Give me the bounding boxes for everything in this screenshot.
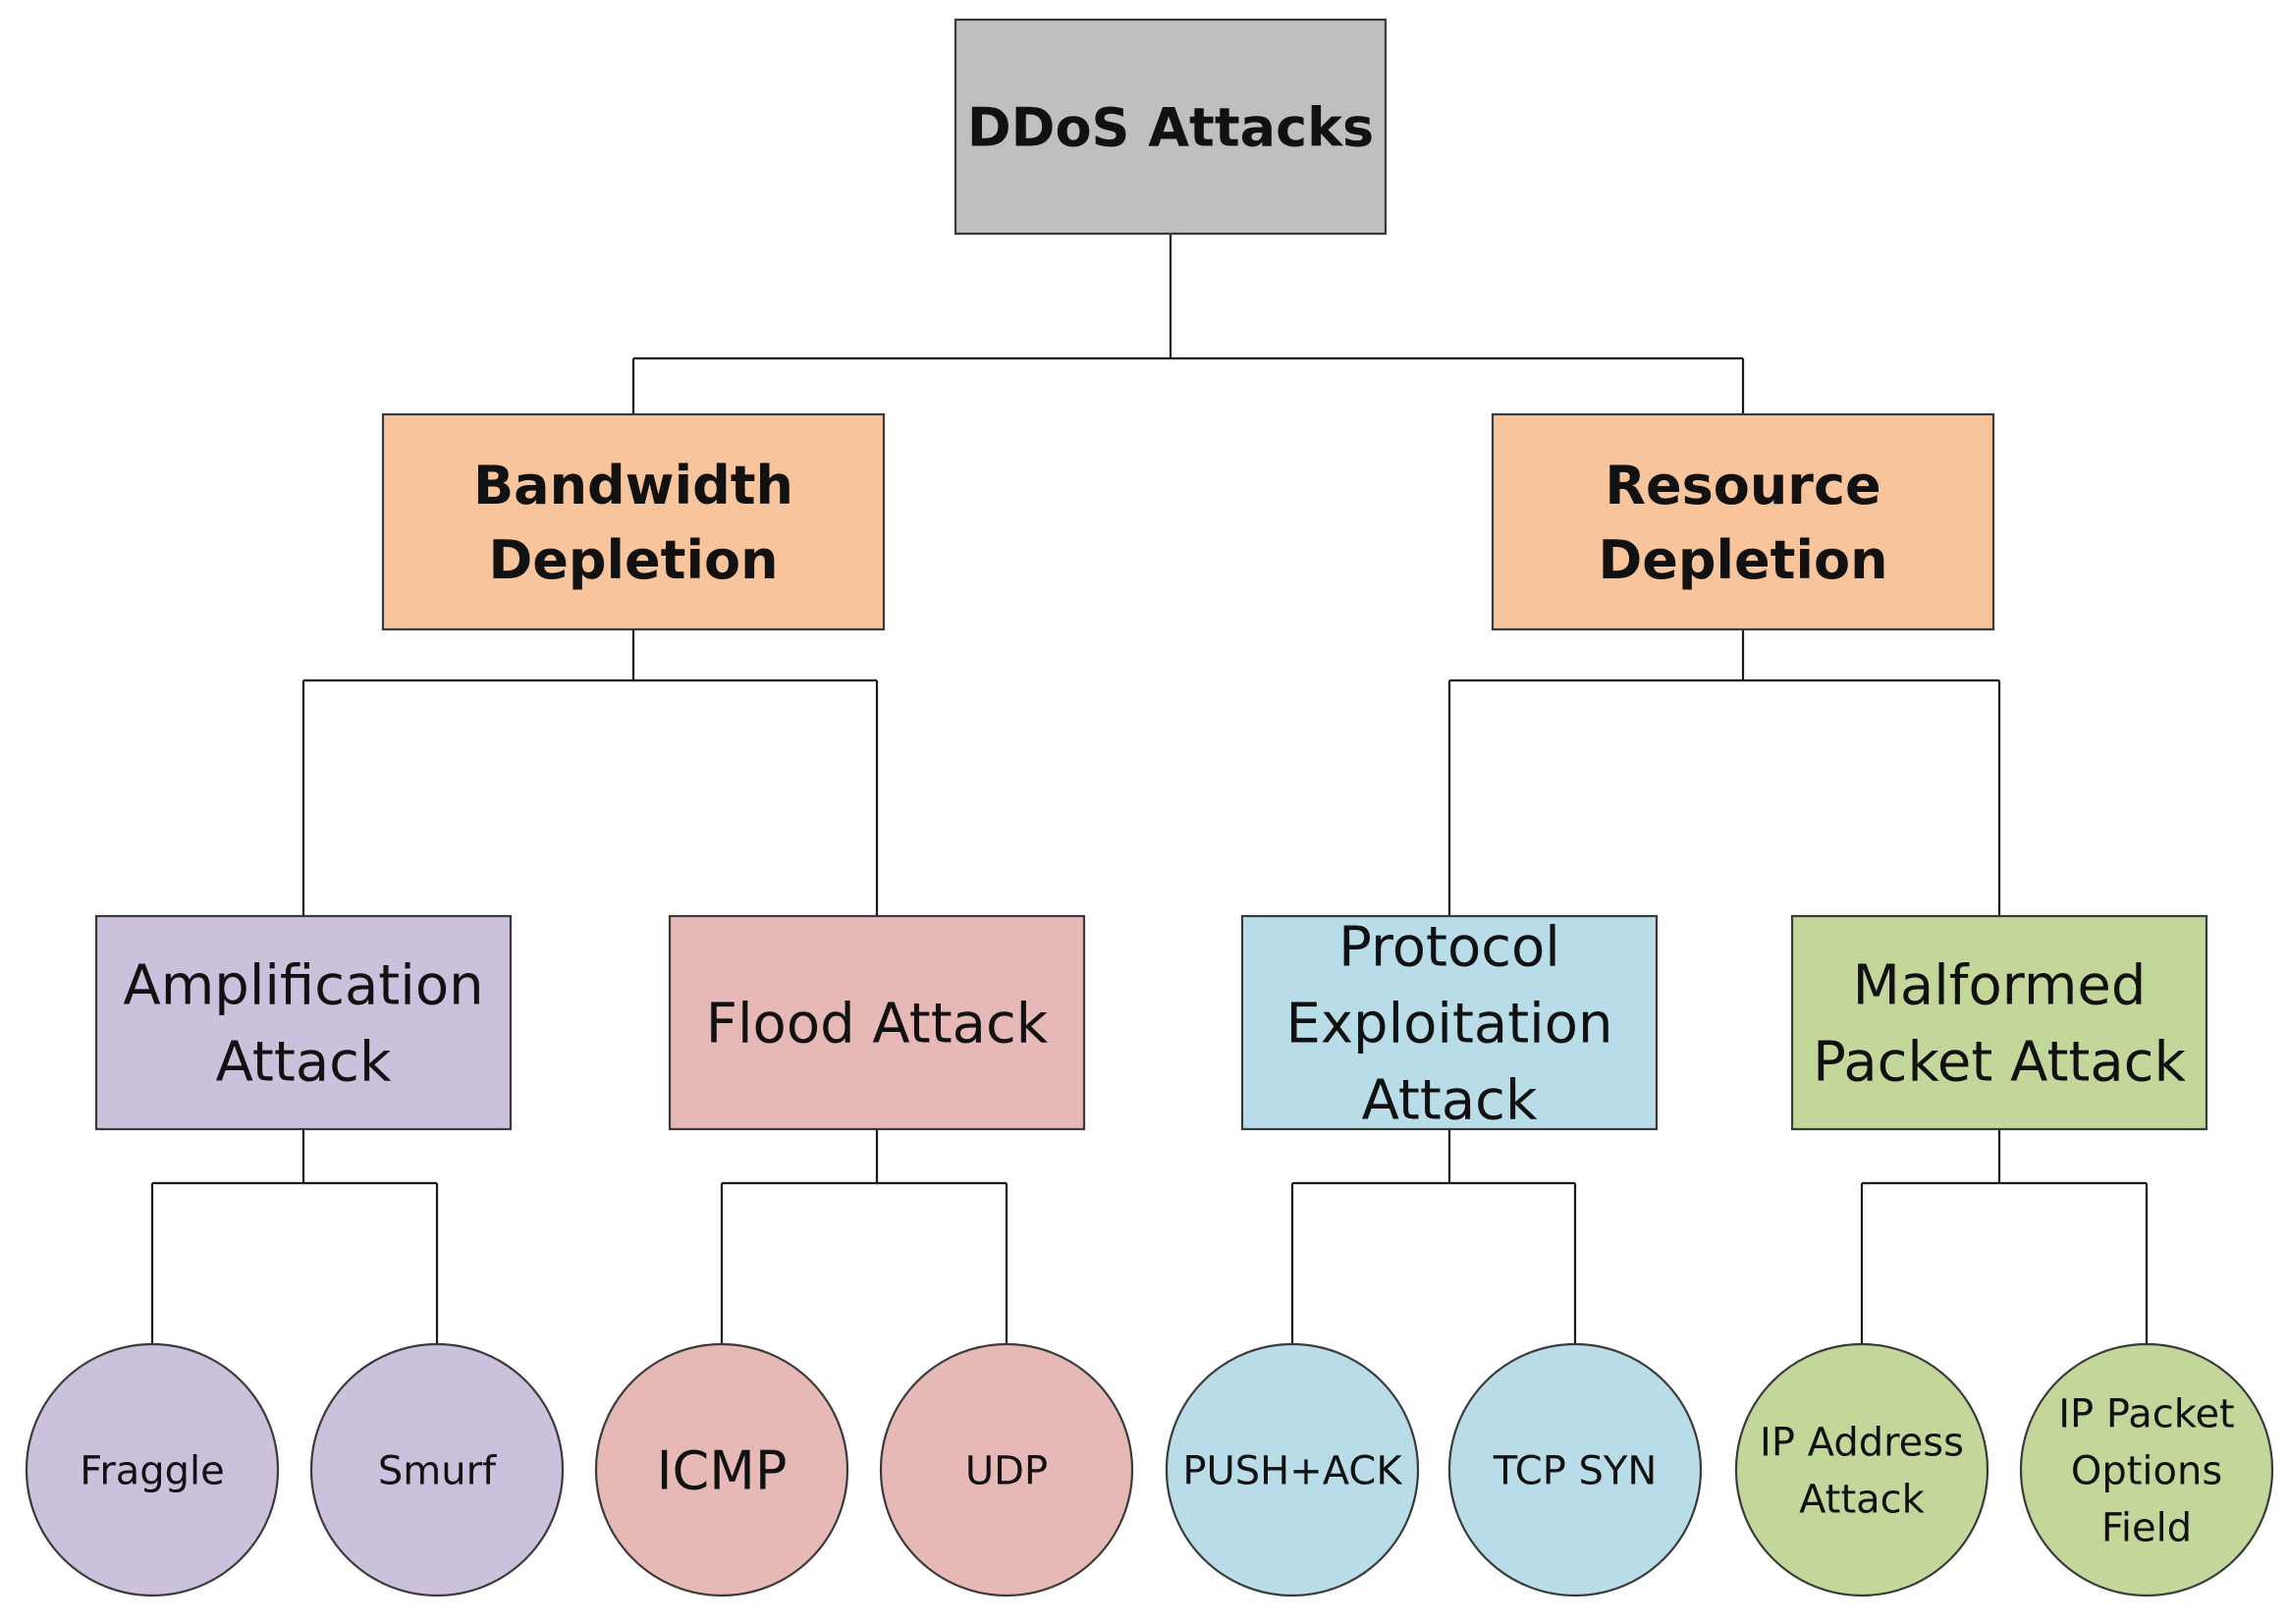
leaf-node-smurf: Smurf bbox=[309, 1342, 565, 1597]
leaf-node-tcp-syn-circle bbox=[1447, 1342, 1703, 1597]
leaf-node-push-ack-circle bbox=[1165, 1342, 1420, 1597]
leaf-node-icmp-label-line: ICMP bbox=[657, 1439, 788, 1501]
leaf-node-udp-label-line: UDP bbox=[965, 1448, 1048, 1493]
leaf-node-push-ack: PUSH+ACK bbox=[1165, 1342, 1420, 1597]
leaf-node-fraggle-label-line: Fraggle bbox=[80, 1448, 225, 1493]
category-node-resource-box bbox=[1491, 412, 1995, 631]
subtype-node-protocol-label-line: Protocol bbox=[1338, 916, 1560, 980]
subtype-node-protocol-box bbox=[1240, 914, 1659, 1131]
leaf-node-tcp-syn-label-line: TCP SYN bbox=[1493, 1448, 1658, 1493]
subtype-node-malformed-label-line: Packet Attack bbox=[1813, 1031, 2186, 1095]
root-node-ddos-attacks-label: DDoS Attacks bbox=[967, 96, 1374, 158]
category-node-resource-label-line: Resource bbox=[1605, 455, 1880, 516]
subtype-node-amplification-label-line: Attack bbox=[216, 1031, 392, 1095]
connector-lines bbox=[150, 234, 2149, 1344]
subtype-node-malformed-box bbox=[1790, 914, 2208, 1131]
leaf-node-udp-circle bbox=[879, 1342, 1134, 1597]
leaf-node-ip-packet-options-label-line: Field bbox=[2101, 1505, 2192, 1550]
leaf-node-ip-address-circle bbox=[1734, 1342, 1989, 1597]
leaf-node-fraggle-label: Fraggle bbox=[80, 1448, 225, 1493]
root-node-ddos-attacks: DDoS Attacks bbox=[953, 18, 1388, 236]
leaf-node-ip-address-label-line: Attack bbox=[1799, 1477, 1926, 1522]
subtype-node-protocol-label-line: Attack bbox=[1362, 1069, 1538, 1133]
subtype-node-amplification-label-line: Amplification bbox=[123, 954, 483, 1018]
leaf-node-icmp: ICMP bbox=[594, 1342, 849, 1597]
subtype-node-flood-label: Flood Attack bbox=[706, 993, 1049, 1056]
category-node-bandwidth-box bbox=[381, 412, 886, 631]
category-node-resource-label-line: Depletion bbox=[1598, 529, 1887, 591]
category-node-bandwidth-label-line: Depletion bbox=[488, 529, 778, 591]
subtype-node-flood-box bbox=[668, 914, 1086, 1131]
category-node-bandwidth-label-line: Bandwidth bbox=[473, 455, 793, 516]
leaf-node-udp-label: UDP bbox=[965, 1448, 1048, 1493]
leaf-node-smurf-label-line: Smurf bbox=[378, 1448, 497, 1493]
leaf-node-ip-packet-options-label-line: Options bbox=[2071, 1448, 2222, 1493]
leaf-node-smurf-circle bbox=[309, 1342, 565, 1597]
root-node-ddos-attacks-label-line: DDoS Attacks bbox=[967, 96, 1374, 158]
leaf-node-fraggle: Fraggle bbox=[25, 1342, 280, 1597]
leaf-node-ip-packet-options-label-line: IP Packet bbox=[2058, 1391, 2235, 1436]
root-node-ddos-attacks-box bbox=[953, 18, 1388, 236]
subtype-node-amplification-box bbox=[94, 914, 513, 1131]
leaf-node-ip-packet-options-circle bbox=[2019, 1342, 2274, 1597]
subtype-node-flood: Flood Attack bbox=[668, 914, 1086, 1131]
subtype-node-flood-label-line: Flood Attack bbox=[706, 993, 1049, 1056]
leaf-node-ip-address-label-line: IP Address bbox=[1760, 1420, 1964, 1465]
leaf-node-tcp-syn: TCP SYN bbox=[1447, 1342, 1703, 1597]
leaf-node-fraggle-circle bbox=[25, 1342, 280, 1597]
leaf-node-tcp-syn-label: TCP SYN bbox=[1493, 1448, 1658, 1493]
leaf-node-smurf-label: Smurf bbox=[378, 1448, 497, 1493]
leaf-node-icmp-circle bbox=[594, 1342, 849, 1597]
leaf-node-udp: UDP bbox=[879, 1342, 1134, 1597]
leaf-node-icmp-label: ICMP bbox=[657, 1439, 788, 1501]
subtype-node-protocol-label-line: Exploitation bbox=[1286, 993, 1613, 1056]
subtype-node-malformed-label-line: Malformed bbox=[1853, 954, 2147, 1018]
leaf-node-push-ack-label-line: PUSH+ACK bbox=[1182, 1448, 1403, 1493]
leaf-node-push-ack-label: PUSH+ACK bbox=[1182, 1448, 1403, 1493]
